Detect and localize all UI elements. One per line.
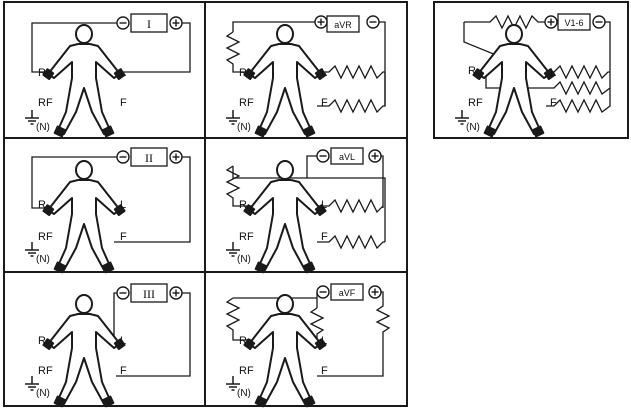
label-l: L — [321, 199, 327, 211]
label-f: F — [120, 231, 127, 243]
label-n: (N) — [237, 254, 251, 265]
label-n: (N) — [36, 254, 50, 265]
label-f: F — [321, 97, 328, 109]
label-f: F — [321, 231, 328, 243]
label-l: L — [550, 67, 556, 79]
label-f: F — [550, 97, 557, 109]
lead-iii-label: III — [143, 287, 155, 301]
panel-lead-ii: II R L RF F (N) — [24, 147, 191, 274]
lead-ii-label: II — [145, 151, 153, 165]
panel-lead-avl: aVL R L RF F (N) — [225, 147, 386, 274]
label-n: (N) — [237, 388, 251, 399]
panel-lead-avr: aVR R L RF F (N) — [225, 15, 386, 138]
label-f: F — [321, 365, 328, 377]
label-rf: RF — [239, 97, 254, 109]
label-n: (N) — [36, 388, 50, 399]
panel-lead-avf: aVF R L RF F (N) — [225, 283, 391, 408]
panel-lead-i: I R L RF F (N) — [24, 13, 191, 138]
label-rf: RF — [38, 97, 53, 109]
label-f: F — [120, 97, 127, 109]
label-r: R — [38, 335, 46, 347]
label-n: (N) — [466, 122, 480, 133]
label-r: R — [239, 335, 247, 347]
label-l: L — [120, 199, 126, 211]
label-rf: RF — [38, 231, 53, 243]
panel-lead-iii: III R L RF F (N) — [24, 283, 191, 408]
lead-v1-6-label: V1-6 — [564, 18, 583, 28]
label-l: L — [321, 335, 327, 347]
label-n: (N) — [237, 122, 251, 133]
label-l: L — [120, 67, 126, 79]
label-r: R — [239, 199, 247, 211]
label-rf: RF — [239, 231, 254, 243]
label-f: F — [120, 365, 127, 377]
label-rf: RF — [239, 365, 254, 377]
panel-lead-v1-6: V1-6 R L RF F (N) — [433, 1, 629, 139]
label-rf: RF — [468, 97, 483, 109]
lead-avf-label: aVF — [339, 288, 356, 298]
label-l: L — [321, 67, 327, 79]
label-n: (N) — [36, 122, 50, 133]
label-l: L — [120, 335, 126, 347]
lead-avl-label: aVL — [339, 152, 355, 162]
label-r: R — [239, 67, 247, 79]
lead-avr-label: aVR — [334, 20, 352, 30]
label-rf: RF — [38, 365, 53, 377]
label-r: R — [38, 67, 46, 79]
label-r: R — [38, 199, 46, 211]
lead-i-label: I — [147, 17, 151, 31]
label-r: R — [468, 65, 476, 77]
